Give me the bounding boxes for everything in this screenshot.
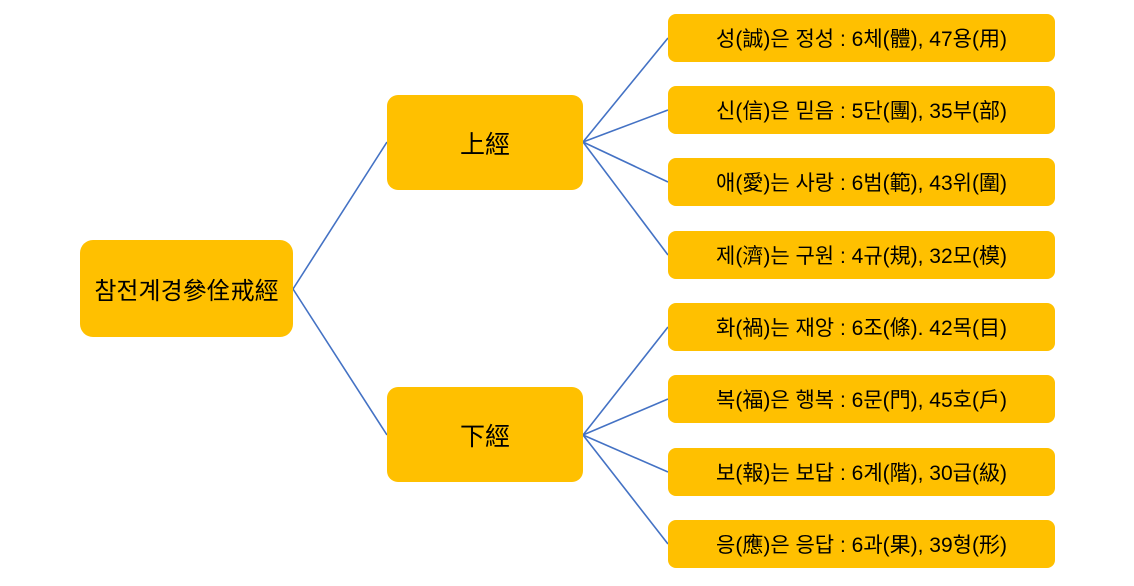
connector-line (582, 109, 669, 143)
node-leaf: 보(報)는 보답 : 6계(階), 30급(級) (668, 448, 1055, 496)
connector-line (582, 326, 669, 436)
node-branch-upper: 上經 (387, 95, 583, 190)
node-leaf: 애(愛)는 사랑 : 6범(範), 43위(圍) (668, 158, 1055, 206)
node-branch-lower-label: 下經 (459, 422, 510, 451)
node-leaf-label: 성(誠)은 정성 : 6체(體), 47용(用) (716, 28, 1007, 51)
node-branch-upper-label: 上經 (459, 130, 510, 159)
node-branch-lower: 下經 (387, 387, 583, 482)
connector-line (582, 141, 669, 256)
node-leaf: 제(濟)는 구원 : 4규(規), 32모(模) (668, 231, 1055, 279)
node-leaf-label: 화(禍)는 재앙 : 6조(條). 42목(目) (716, 317, 1007, 340)
node-leaf: 성(誠)은 정성 : 6체(體), 47용(用) (668, 14, 1055, 62)
connector-line (582, 434, 669, 473)
connector-line (582, 141, 669, 183)
connector-line (582, 398, 669, 436)
node-root: 참전계경參佺戒經 (80, 240, 293, 337)
connector-line (292, 288, 388, 436)
node-leaf-label: 애(愛)는 사랑 : 6범(範), 43위(圍) (716, 172, 1007, 195)
node-leaf: 화(禍)는 재앙 : 6조(條). 42목(目) (668, 303, 1055, 351)
node-leaf: 신(信)은 믿음 : 5단(團), 35부(部) (668, 86, 1055, 134)
node-leaf: 복(福)은 행복 : 6문(門), 45호(戶) (668, 375, 1055, 423)
node-leaf-label: 신(信)은 믿음 : 5단(團), 35부(部) (716, 100, 1007, 123)
connector-line (582, 434, 669, 545)
node-leaf-label: 복(福)은 행복 : 6문(門), 45호(戶) (716, 389, 1007, 412)
node-leaf-label: 보(報)는 보답 : 6계(階), 30급(級) (716, 462, 1007, 485)
node-leaf-label: 제(濟)는 구원 : 4규(規), 32모(模) (716, 245, 1007, 268)
connector-line (292, 141, 388, 290)
connector-line (582, 37, 669, 143)
node-root-label: 참전계경參佺戒經 (94, 278, 279, 305)
node-leaf: 응(應)은 응답 : 6과(果), 39형(形) (668, 520, 1055, 568)
node-leaf-label: 응(應)은 응답 : 6과(果), 39형(形) (716, 534, 1007, 557)
